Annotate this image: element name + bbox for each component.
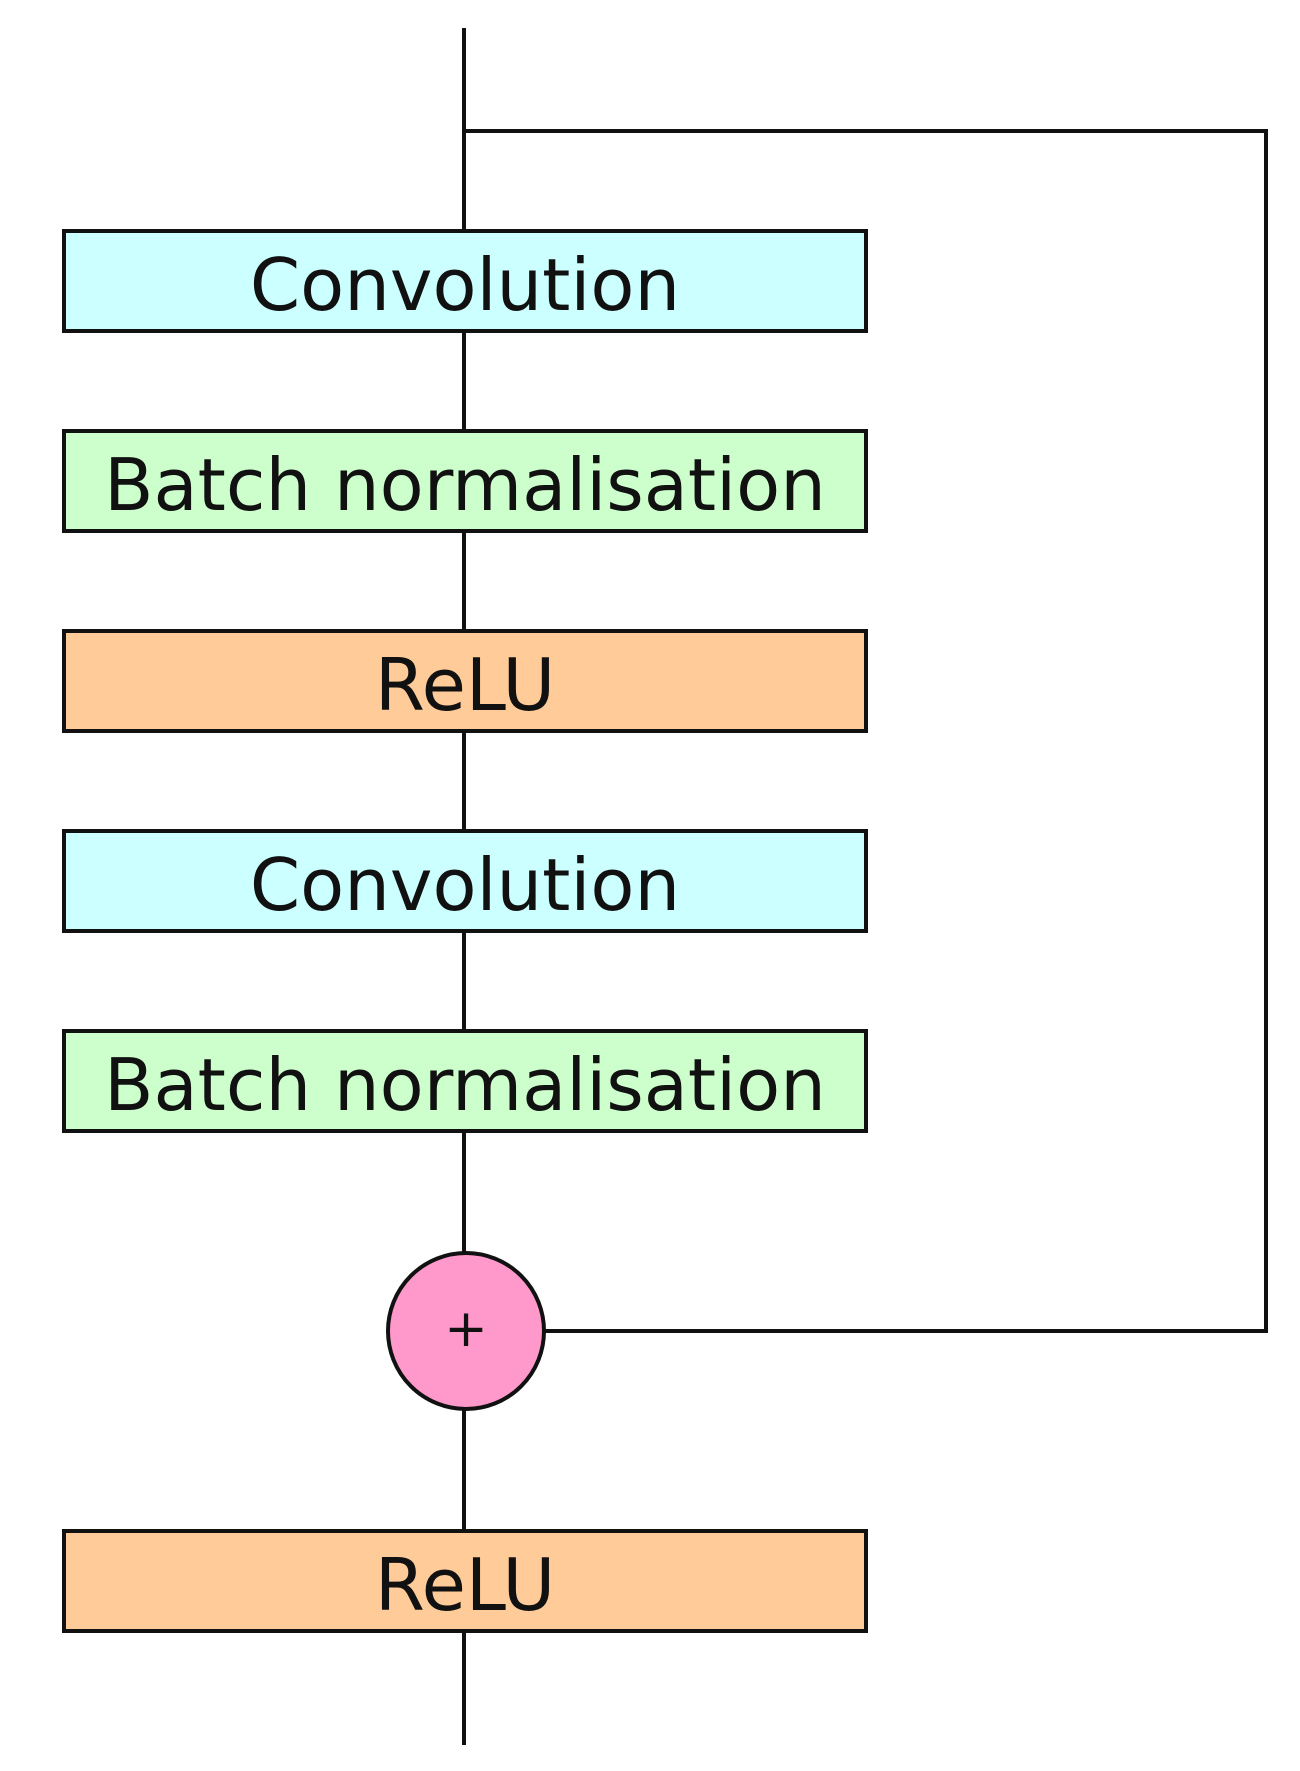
skip-connection-line bbox=[464, 129, 1268, 1333]
block-batch-normalisation-1-label: Batch normalisation bbox=[104, 443, 826, 527]
block-batch-normalisation-1: Batch normalisation bbox=[62, 429, 868, 533]
block-relu-output: ReLU bbox=[62, 1529, 868, 1633]
block-convolution-2-label: Convolution bbox=[250, 843, 680, 927]
block-convolution-1-box bbox=[62, 229, 868, 333]
block-batch-normalisation-2-label: Batch normalisation bbox=[104, 1043, 826, 1127]
block-relu-output-label: ReLU bbox=[375, 1543, 555, 1627]
block-convolution-1-label: Convolution bbox=[250, 243, 680, 327]
block-convolution-2: Convolution bbox=[62, 829, 868, 933]
addition-node: + bbox=[386, 1251, 546, 1411]
block-relu-1: ReLU bbox=[62, 629, 868, 733]
addition-node-circle bbox=[386, 1251, 546, 1411]
block-convolution-2-box bbox=[62, 829, 868, 933]
block-batch-normalisation-2-box bbox=[62, 1029, 868, 1133]
block-relu-1-label: ReLU bbox=[375, 643, 555, 727]
block-batch-normalisation-1-box bbox=[62, 429, 868, 533]
plus-icon: + bbox=[444, 1299, 488, 1359]
block-convolution-1: Convolution bbox=[62, 229, 868, 333]
block-batch-normalisation-2: Batch normalisation bbox=[62, 1029, 868, 1133]
block-relu-1-box bbox=[62, 629, 868, 733]
block-relu-output-box bbox=[62, 1529, 868, 1633]
